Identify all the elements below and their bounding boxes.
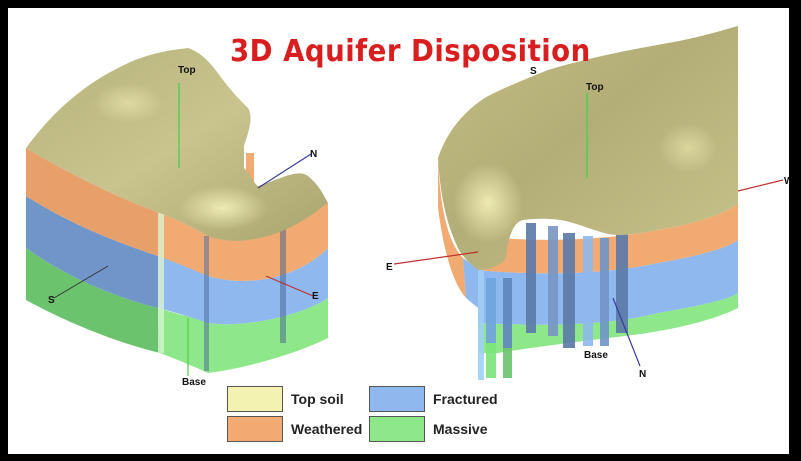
right-west-label: W <box>784 176 789 187</box>
left-cut-strip-1 <box>158 213 164 353</box>
right-surface-highlight-2 <box>658 123 718 173</box>
right-column-10 <box>616 233 628 333</box>
right-east-label: E <box>386 262 393 273</box>
right-column-1 <box>486 278 496 378</box>
right-column-8 <box>583 236 593 346</box>
legend-swatch-massive <box>369 416 425 442</box>
right-north-label: N <box>639 369 646 380</box>
left-top-label: Top <box>178 65 196 76</box>
right-cliff-fractured <box>463 258 478 308</box>
right-north-axis-line <box>612 297 641 367</box>
legend-item-top-soil: Top soil <box>227 386 344 412</box>
left-east-axis-line <box>265 275 314 297</box>
left-base-label: Base <box>182 377 206 388</box>
right-cliff-face <box>438 158 466 298</box>
right-base-label: Base <box>584 350 608 361</box>
right-column-5 <box>526 223 536 333</box>
legend-item-weathered: Weathered <box>227 416 362 442</box>
left-north-axis-line <box>257 153 312 189</box>
left-south-axis-line <box>53 265 109 299</box>
right-column-6 <box>548 226 558 336</box>
legend-label-weathered: Weathered <box>291 421 363 437</box>
right-column-7 <box>563 233 575 348</box>
left-massive-layer-left-face <box>26 248 160 353</box>
left-aquifer-block: Top N S E Base <box>26 48 328 388</box>
right-columns <box>478 223 628 380</box>
left-cut-strip-2 <box>204 236 209 371</box>
legend-label-top-soil: Top soil <box>291 391 344 407</box>
legend-swatch-fractured <box>369 386 425 412</box>
legend-label-massive: Massive <box>433 421 488 437</box>
left-weathered-layer-left-face <box>26 148 160 256</box>
right-aquifer-block: S Top W E N Base <box>386 26 789 380</box>
right-south-label: S <box>530 66 537 77</box>
left-surface-highlight <box>178 186 268 230</box>
right-east-axis-line <box>393 251 479 265</box>
right-column-4 <box>503 348 512 378</box>
right-column-9 <box>600 238 609 346</box>
right-column-11 <box>478 270 484 380</box>
diagram-title: 3D Aquifer Disposition <box>230 34 591 69</box>
left-south-label: S <box>48 295 55 306</box>
right-top-label: Top <box>586 82 604 93</box>
left-east-label: E <box>312 291 319 302</box>
right-surface-highlight <box>453 163 523 243</box>
left-surface-highlight-2 <box>93 83 163 123</box>
legend-label-fractured: Fractured <box>433 391 498 407</box>
legend-swatch-weathered <box>227 416 283 442</box>
legend-item-fractured: Fractured <box>369 386 498 412</box>
left-fractured-layer-left-face <box>26 196 158 308</box>
aquifer-model-svg: Top N S E Base <box>26 26 789 388</box>
diagram-canvas: Top N S E Base <box>8 8 789 454</box>
right-column-3 <box>503 278 512 378</box>
right-column-2 <box>486 343 496 378</box>
legend-item-massive: Massive <box>369 416 487 442</box>
right-west-axis-line <box>737 179 784 192</box>
legend-swatch-top-soil <box>227 386 283 412</box>
left-north-label: N <box>310 149 317 160</box>
